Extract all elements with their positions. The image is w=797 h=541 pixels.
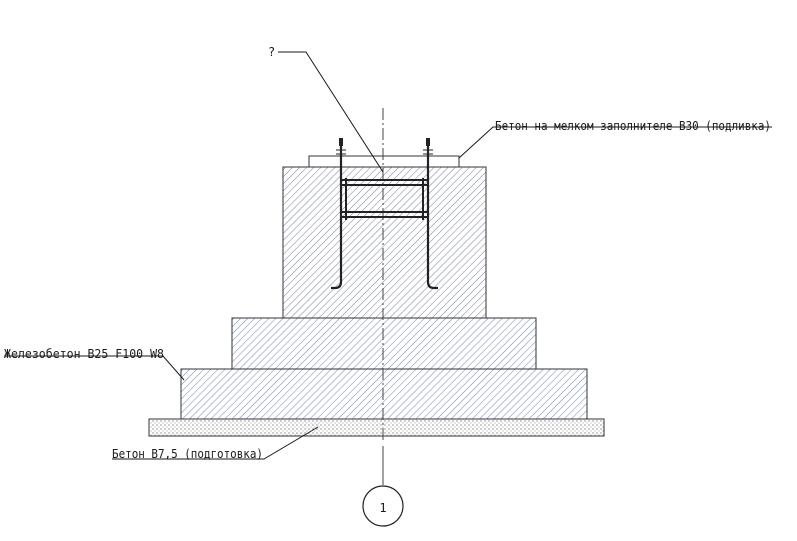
lean-concrete-leader (112, 426, 319, 460)
axis-marker-circle (362, 485, 404, 527)
grout-layer (308, 155, 460, 168)
grout-label: Бетон на мелком заполнителе В30 (подливк… (495, 119, 771, 133)
lean-concrete-slab (148, 418, 605, 437)
question-leader (278, 51, 384, 173)
anchor-bolt-left (331, 138, 346, 290)
foundation-middle-step (231, 317, 537, 370)
foundation-bottom-step (180, 368, 588, 420)
grout-leader (458, 126, 772, 159)
anchor-frame (341, 178, 428, 220)
reinforced-concrete-label: Железобетон В25 F100 W8 (4, 347, 164, 361)
lean-concrete-label: Бетон В7,5 (подготовка) (112, 447, 263, 461)
axis-marker-label: 1 (379, 501, 386, 515)
anchor-bolt-right (423, 138, 438, 290)
reinforced-concrete-leader (4, 355, 185, 381)
question-label: ? (268, 45, 275, 59)
